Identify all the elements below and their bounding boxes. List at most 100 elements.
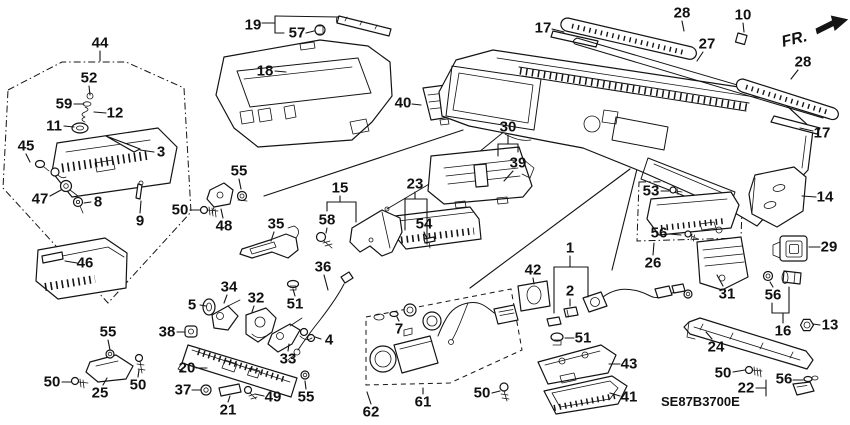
leader-line-56 xyxy=(668,233,682,236)
leader-line-14 xyxy=(801,195,817,198)
part-label-12: 12 xyxy=(107,105,124,122)
leader-line-26 xyxy=(652,242,655,256)
part-label-46: 46 xyxy=(77,255,94,272)
leader-line-5 xyxy=(199,304,207,307)
part-clip-56c xyxy=(803,375,819,383)
part-column-cover-20 xyxy=(177,344,298,398)
part-clip-8-pin-9 xyxy=(72,180,144,214)
leader-line-3 xyxy=(139,149,155,153)
part-lighter-assembly xyxy=(369,302,519,374)
part-label-17: 17 xyxy=(535,20,552,37)
part-label-40: 40 xyxy=(395,95,412,112)
part-label-42: 42 xyxy=(525,262,542,279)
part-label-34: 34 xyxy=(221,279,238,296)
part-screw-50a xyxy=(199,205,219,218)
part-nut-55b xyxy=(105,349,115,359)
part-label-55: 55 xyxy=(298,389,315,406)
leader-line-42 xyxy=(532,277,535,285)
leader-line-17 xyxy=(799,127,814,132)
part-molding-28a xyxy=(560,17,697,60)
part-label-15: 15 xyxy=(332,180,349,197)
leader-line-56 xyxy=(769,281,774,288)
part-label-14: 14 xyxy=(817,189,834,206)
part-label-9: 9 xyxy=(136,213,144,230)
part-bulb-45-47 xyxy=(34,159,79,197)
leader-line-52 xyxy=(88,85,91,96)
part-label-57: 57 xyxy=(289,25,306,42)
part-knob-16 xyxy=(781,270,802,285)
leader-line-33 xyxy=(287,343,290,352)
part-label-54: 54 xyxy=(416,216,433,233)
part-radio-panel-23 xyxy=(394,206,482,250)
pointer-line xyxy=(611,168,638,271)
part-label-44: 44 xyxy=(92,35,109,52)
part-screw-49 xyxy=(243,385,258,400)
part-instrument-panel xyxy=(438,49,814,227)
leader-line-55 xyxy=(107,339,111,351)
part-screw-50d xyxy=(744,365,763,378)
part-bracket-25 xyxy=(85,354,134,383)
part-washer-56b xyxy=(762,270,774,282)
part-label-19: 19 xyxy=(245,17,262,34)
leader-line-28 xyxy=(681,20,685,32)
leader-line-49 xyxy=(254,393,265,397)
part-screw-50b-mid xyxy=(134,353,146,374)
leader-line-18 xyxy=(274,70,287,73)
part-clip-22 xyxy=(792,381,815,396)
part-label-50: 50 xyxy=(172,202,189,219)
assembly-box-44 xyxy=(2,61,192,304)
part-label-45: 45 xyxy=(18,138,35,155)
part-label-10: 10 xyxy=(735,7,752,24)
leader-line-31 xyxy=(716,274,724,287)
part-label-59: 59 xyxy=(56,96,73,113)
leader-line-27 xyxy=(696,51,704,62)
leader-line-28 xyxy=(790,69,799,80)
part-nut-38 xyxy=(184,325,198,338)
part-corner-vent-31 xyxy=(696,236,749,291)
part-label-13: 13 xyxy=(822,317,839,334)
part-label-5: 5 xyxy=(188,297,196,314)
part-label-38: 38 xyxy=(159,324,176,341)
part-label-32: 32 xyxy=(248,290,265,307)
part-bezel-42 xyxy=(517,280,551,312)
part-end-cap-14 xyxy=(748,166,807,228)
part-blade-3 xyxy=(105,135,141,153)
leader-line-9 xyxy=(139,200,142,214)
part-label-56: 56 xyxy=(776,371,793,388)
part-label-23: 23 xyxy=(407,176,424,193)
leader-line-50 xyxy=(137,369,140,378)
part-bracket-48 xyxy=(206,182,234,214)
part-label-41: 41 xyxy=(621,389,638,406)
part-glove-lid-26 xyxy=(646,191,740,236)
leader-line-11 xyxy=(63,125,75,128)
part-label-50: 50 xyxy=(474,385,491,402)
part-label-1: 1 xyxy=(566,240,574,257)
part-bracket-32 xyxy=(245,307,277,343)
leader-line-35 xyxy=(270,231,275,242)
part-lever-33 xyxy=(267,317,303,353)
part-bezel-29 xyxy=(772,235,808,262)
part-lever-35 xyxy=(239,225,299,259)
part-label-62: 62 xyxy=(363,404,380,421)
part-label-11: 11 xyxy=(46,118,62,135)
part-label-4: 4 xyxy=(325,332,334,349)
leader-line-8 xyxy=(83,201,92,204)
leader-line-40 xyxy=(411,103,422,106)
leader-line-55 xyxy=(304,380,307,390)
leader-line-48 xyxy=(220,208,224,219)
leader-line-45 xyxy=(25,153,31,163)
part-screw-56a xyxy=(684,230,699,242)
part-label-43: 43 xyxy=(621,356,638,373)
part-pad-21 xyxy=(218,383,242,397)
part-grommet-5 xyxy=(202,298,216,316)
part-label-27: 27 xyxy=(699,36,716,53)
pointer-line xyxy=(263,129,464,197)
part-screw-58 xyxy=(315,231,333,249)
part-nut-13 xyxy=(799,318,815,332)
leader-line-39 xyxy=(503,170,514,182)
part-label-47: 47 xyxy=(32,191,49,208)
part-label-7: 7 xyxy=(395,321,403,338)
